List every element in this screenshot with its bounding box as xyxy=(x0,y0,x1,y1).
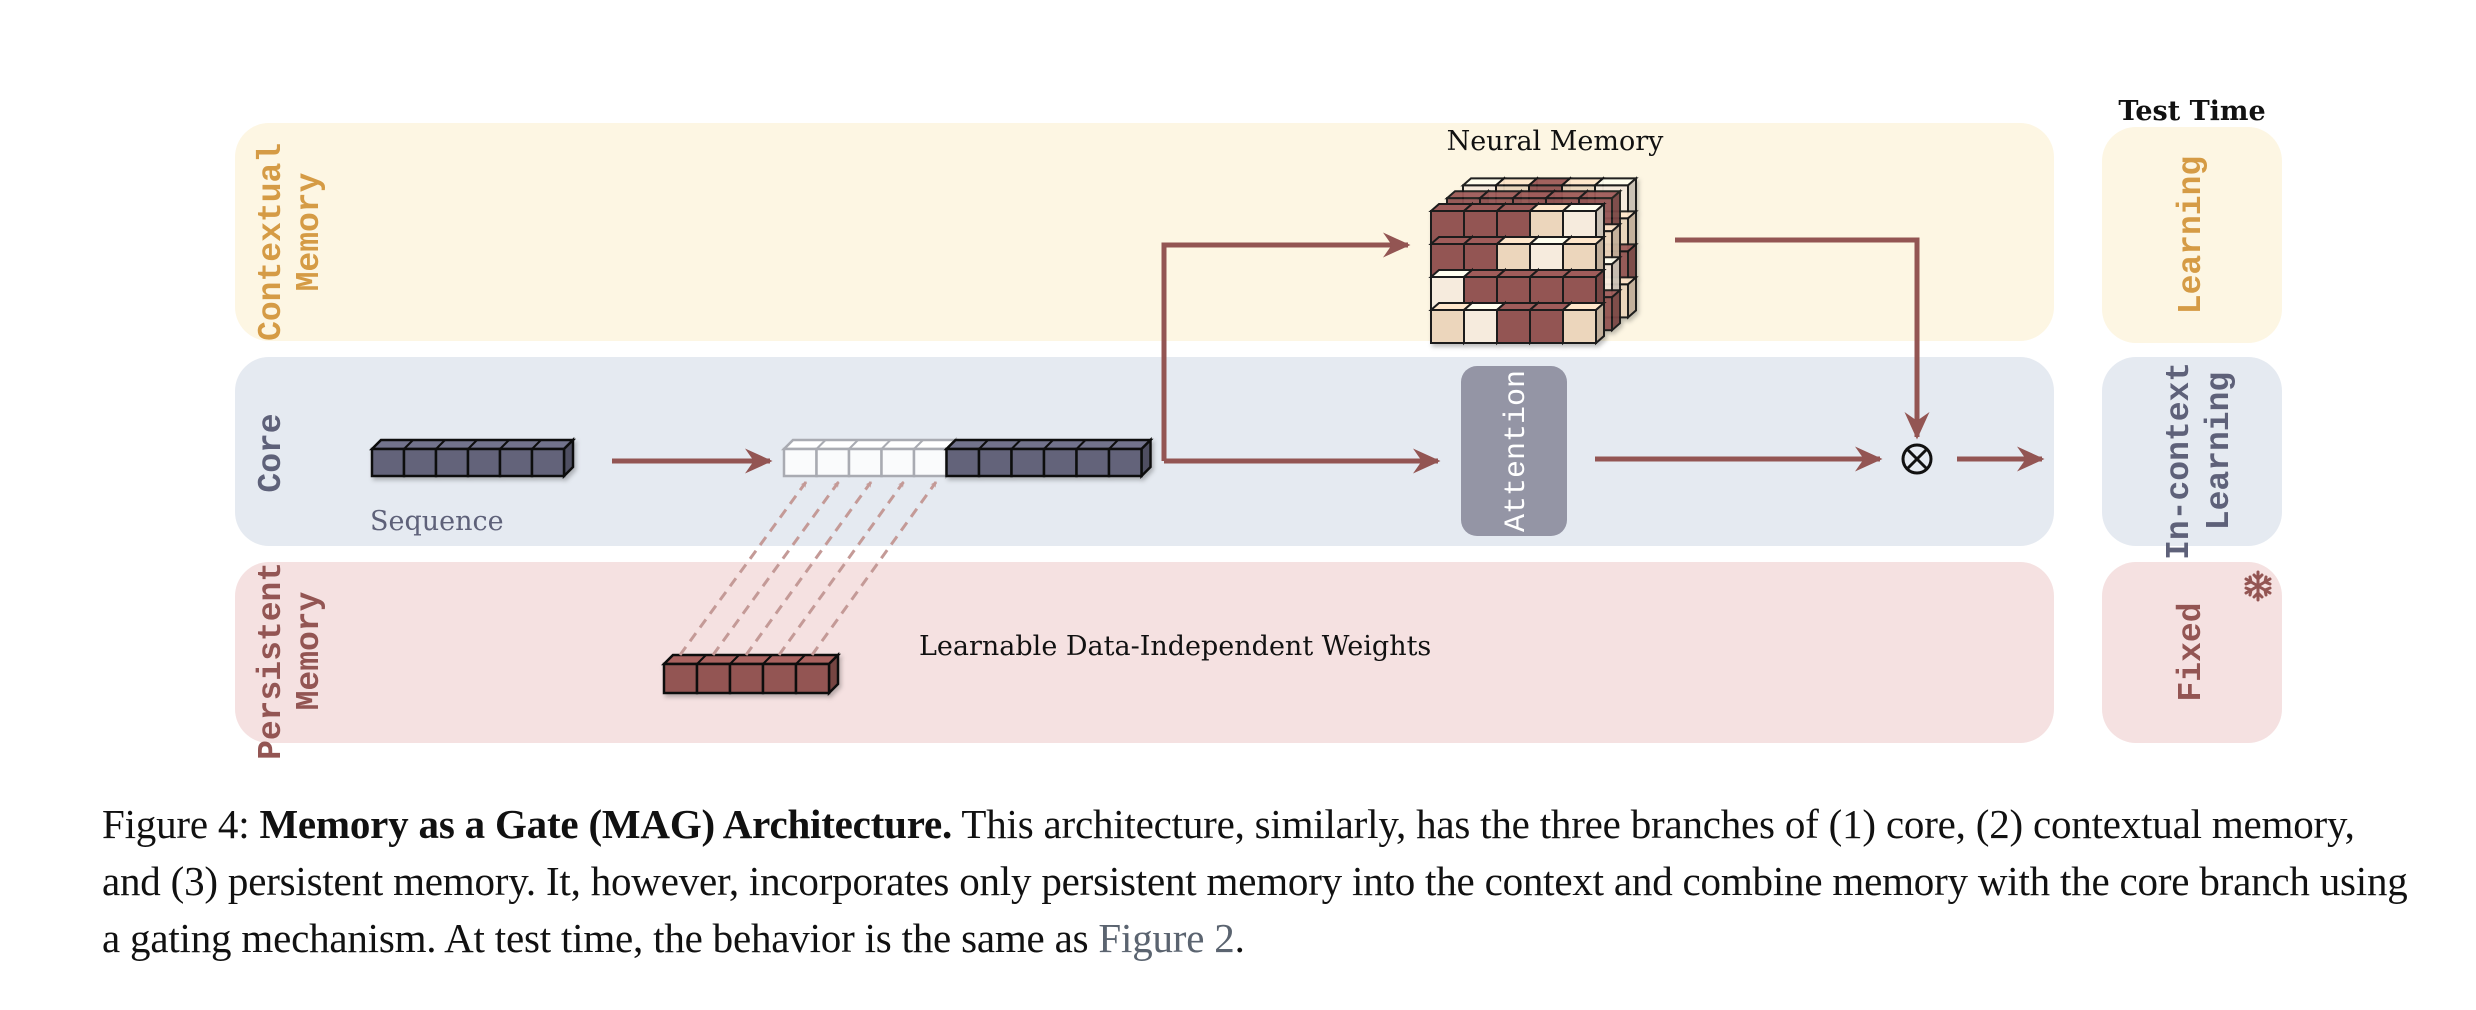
persistent-weights-label: Learnable Data-Independent Weights xyxy=(919,631,1431,662)
gating-multiply-icon xyxy=(1901,443,1933,475)
test-time-panel-contextual: Learning xyxy=(2102,127,2282,343)
mag-architecture-diagram: Contextual Memory Core Persistent Memory… xyxy=(235,96,2282,760)
row-band-persistent xyxy=(235,562,2054,743)
context-persistent-slot-edge xyxy=(848,439,859,450)
context-persistent-slot-edge xyxy=(815,439,827,450)
sequence-token xyxy=(466,447,502,478)
context-persistent-slot-top-face xyxy=(780,438,959,451)
sequence-token xyxy=(498,447,534,478)
sequence-token xyxy=(402,447,438,478)
context-persistent-slot-edge xyxy=(783,439,794,450)
persistent-token-top-face xyxy=(660,653,842,666)
dashed-arrow xyxy=(777,481,905,656)
dashed-arrow xyxy=(810,481,938,656)
dashed-arrow xyxy=(711,481,840,656)
sequence-token xyxy=(530,447,566,478)
figure-caption: Figure 4: Memory as a Gate (MAG) Archite… xyxy=(102,796,2422,967)
sequence-token-edge xyxy=(403,439,414,450)
test-time-panel-persistent: Fixed xyxy=(2102,562,2282,743)
context-sequence-token xyxy=(1042,447,1078,478)
row-label-persistent: Persistent Memory xyxy=(253,542,328,760)
persistent-token-edge xyxy=(663,654,674,665)
context-sequence-token-edge xyxy=(1010,439,1022,450)
figure-2-link[interactable]: Figure 2 xyxy=(1098,915,1235,961)
persistent-token xyxy=(728,662,765,695)
test-time-label-in-context-learning: In-context Learning xyxy=(2161,342,2238,560)
snowflake-icon xyxy=(2244,570,2272,602)
persistent-token xyxy=(695,662,732,695)
dashed-arrow xyxy=(744,481,873,656)
context-persistent-slot xyxy=(815,447,851,478)
sequence-token-edge xyxy=(371,439,382,450)
memory-cell xyxy=(1560,201,1607,247)
context-sequence-token-edge xyxy=(1043,439,1054,450)
sequence-token-edge xyxy=(467,439,478,450)
context-sequence-token-edge xyxy=(945,439,957,450)
sequence-label: Sequence xyxy=(370,506,504,537)
context-persistent-slot xyxy=(847,447,883,478)
sequence-token-edge xyxy=(499,439,510,450)
attention-block: Attention xyxy=(1461,366,1567,536)
persistent-token-edge xyxy=(696,654,707,665)
context-sequence-tokens xyxy=(943,436,1154,480)
arrow-neural-memory-to-gate xyxy=(1675,237,1930,440)
neural-memory-label: Neural Memory xyxy=(1447,126,1665,157)
memory-cell xyxy=(1560,300,1607,346)
persistent-memory-tokens xyxy=(660,651,842,697)
context-sequence-token xyxy=(945,447,981,478)
context-sequence-token xyxy=(977,447,1013,478)
caption-body: This architecture, similarly, has the th… xyxy=(102,801,2408,961)
attention-label: Attention xyxy=(1500,370,1534,532)
test-time-panel-core: In-context Learning xyxy=(2102,342,2282,560)
sequence-token xyxy=(370,447,406,478)
row-label-contextual: Contextual Memory xyxy=(253,123,328,341)
row-label-core: Core xyxy=(253,413,290,492)
sequence-token xyxy=(434,447,470,478)
context-sequence-token xyxy=(1075,447,1111,478)
persistent-token-edge xyxy=(729,654,740,665)
context-persistent-slot-edge xyxy=(880,439,892,450)
sequence-token-edge xyxy=(435,439,446,450)
context-persistent-slot xyxy=(782,447,818,478)
context-sequence-token-edge xyxy=(978,439,989,450)
caption-suffix: . xyxy=(1234,915,1245,961)
persistent-token xyxy=(761,662,798,695)
context-persistent-slot xyxy=(880,447,916,478)
arrow-context-to-neural-memory xyxy=(1161,232,1411,461)
neural-memory-cube xyxy=(1428,176,1639,346)
sequence-token-edge xyxy=(531,439,542,450)
input-sequence-tokens xyxy=(368,436,577,480)
context-sequence-token-edge xyxy=(1108,439,1119,450)
persistent-token xyxy=(794,662,831,695)
dashed-arrow xyxy=(678,481,808,656)
persistent-token-edge xyxy=(795,654,806,665)
test-time-label-fixed: Fixed xyxy=(2173,602,2210,701)
context-sequence-token xyxy=(1107,447,1143,478)
caption-prefix: Figure 4: xyxy=(102,801,260,847)
persistent-token-edge xyxy=(762,654,773,665)
test-time-label-learning: Learning xyxy=(2173,156,2210,314)
context-persistent-slot xyxy=(912,447,948,478)
test-time-title: Test Time xyxy=(2118,96,2265,127)
persistent-to-context-arrows xyxy=(678,481,938,656)
augmented-context-tokens xyxy=(780,436,1154,480)
context-sequence-token-edge xyxy=(1075,439,1087,450)
row-band-contextual xyxy=(235,123,2054,341)
context-persistent-slot-edge xyxy=(913,439,924,450)
caption-title: Memory as a Gate (MAG) Architecture. xyxy=(259,801,953,847)
persistent-token xyxy=(662,662,699,695)
context-sequence-token xyxy=(1010,447,1046,478)
